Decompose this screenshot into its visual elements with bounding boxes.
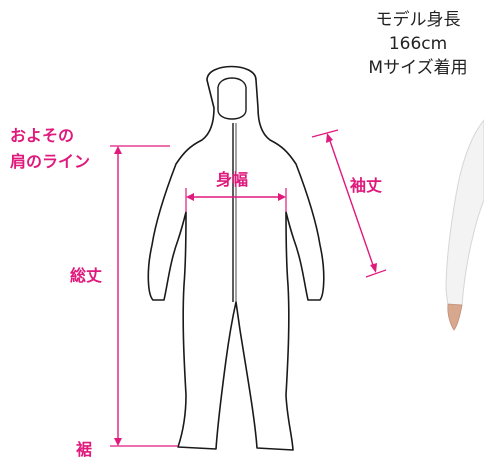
sleeve-bottom-tick bbox=[365, 269, 387, 278]
sleeve-top-tick bbox=[311, 129, 339, 138]
body-width-arrowhead-left bbox=[186, 193, 194, 201]
model-size-worn: Mサイズ着用 bbox=[368, 58, 468, 78]
sleeve-length-label: 袖丈 bbox=[350, 176, 383, 195]
model-hand bbox=[447, 303, 463, 331]
sleeve-arrowhead-bottom bbox=[370, 263, 377, 273]
model-info: モデル身長 166cm Mサイズ着用 bbox=[356, 8, 480, 80]
sleeve-length-arrow bbox=[328, 137, 375, 269]
body-width-label: 身幅 bbox=[216, 170, 249, 189]
body-width-arrowhead-right bbox=[278, 193, 286, 201]
hem-label: 裾 bbox=[76, 440, 93, 457]
sleeve-arrowhead-top bbox=[326, 133, 333, 143]
shoulder-line-label-1: およその bbox=[10, 126, 75, 145]
total-length-arrowhead-bottom bbox=[114, 438, 122, 446]
hood-opening bbox=[217, 77, 247, 120]
model-photo-fragment bbox=[445, 119, 484, 306]
model-height-label: モデル身長 bbox=[375, 10, 461, 30]
total-length-arrowhead-top bbox=[114, 146, 122, 154]
total-length-label: 総丈 bbox=[70, 266, 103, 285]
shoulder-line-label-2: 肩のライン bbox=[10, 152, 91, 171]
model-height-value: 166cm bbox=[388, 34, 448, 54]
